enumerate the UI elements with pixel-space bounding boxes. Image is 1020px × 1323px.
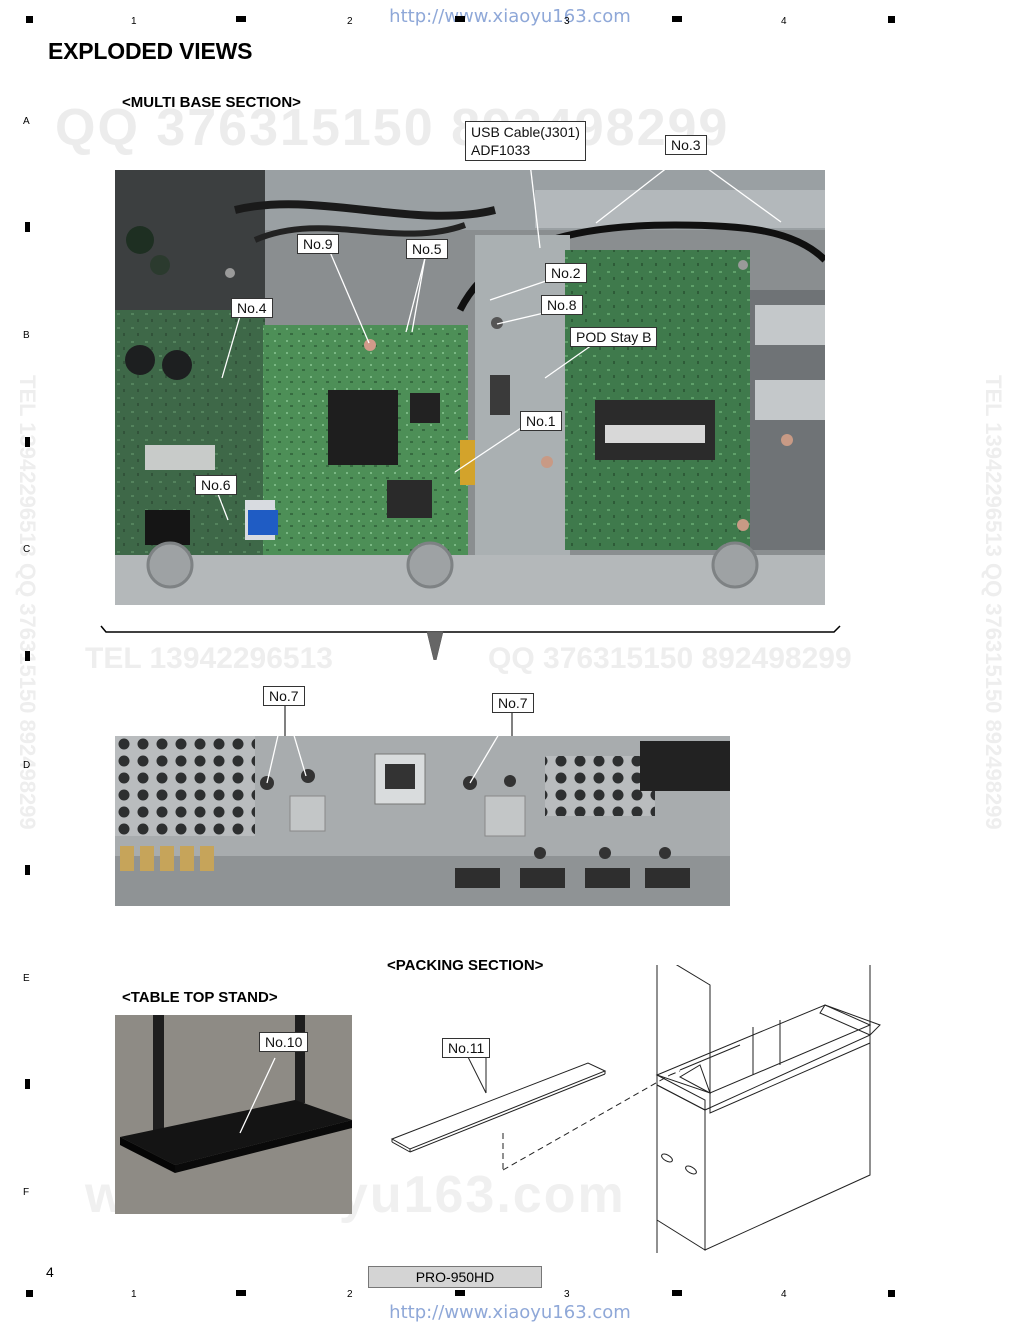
- callout-pod-stay: POD Stay B: [570, 327, 658, 347]
- section-table-top: <TABLE TOP STAND>: [122, 989, 278, 1006]
- callout-no3: No.3: [665, 135, 707, 155]
- grid-row-d: D: [23, 760, 31, 771]
- grid-col-1-top: 1: [131, 16, 137, 27]
- grid-square: [888, 1290, 895, 1297]
- grid-row-f: F: [23, 1187, 30, 1198]
- callout-no10: No.10: [259, 1032, 309, 1052]
- watermark-url-bottom: http://www.xiaoyu163.com: [389, 1302, 631, 1323]
- grid-bar: [25, 437, 30, 447]
- grid-square: [236, 16, 246, 22]
- grid-square: [26, 16, 33, 23]
- grid-row-b: B: [23, 330, 30, 341]
- grid-square: [26, 1290, 33, 1297]
- packing-drawing: [390, 965, 881, 1253]
- multi-base-photo: [115, 170, 825, 605]
- callout-no6: No.6: [195, 475, 237, 495]
- page-number: 4: [46, 1264, 54, 1280]
- model-label: PRO-950HD: [368, 1266, 542, 1288]
- page-title: EXPLODED VIEWS: [48, 38, 253, 64]
- grid-col-1-bottom: 1: [131, 1289, 137, 1300]
- grid-col-2-bottom: 2: [347, 1289, 353, 1300]
- grid-bar: [25, 1079, 30, 1089]
- callout-no7-left: No.7: [263, 686, 305, 706]
- rear-panel-leader-lines: [266, 704, 513, 784]
- multi-base-leader-lines: [100, 152, 841, 660]
- section-packing: <PACKING SECTION>: [387, 957, 544, 974]
- watermark-left-vertical: TEL 13942296513 QQ 376315150 892498299: [15, 375, 40, 830]
- callout-no8: No.8: [541, 295, 583, 315]
- grid-bar: [25, 865, 30, 875]
- watermark-qq-mid: QQ 376315150 892498299: [488, 642, 852, 675]
- grid-square: [455, 16, 465, 22]
- section-multi-base: <MULTI BASE SECTION>: [122, 94, 301, 111]
- grid-bar: [25, 651, 30, 661]
- grid-row-c: C: [23, 544, 31, 555]
- watermark-tel-mid: TEL 13942296513: [85, 642, 333, 675]
- callout-no2: No.2: [545, 263, 587, 283]
- grid-bar: [25, 222, 30, 232]
- watermark-qq-top: QQ 376315150 892498299: [55, 99, 730, 157]
- watermark-right-vertical: TEL 13942296513 QQ 376315150 892498299: [981, 375, 1006, 830]
- callout-usb-cable: USB Cable(J301) ADF1033: [465, 121, 586, 161]
- callout-no5: No.5: [406, 239, 448, 259]
- grid-square: [672, 1290, 682, 1296]
- callout-no4: No.4: [231, 298, 273, 318]
- grid-col-4-bottom: 4: [781, 1289, 787, 1300]
- callout-no9: No.9: [297, 234, 339, 254]
- grid-square: [888, 16, 895, 23]
- grid-row-e: E: [23, 973, 30, 984]
- callout-no7-right: No.7: [492, 693, 534, 713]
- watermark-url-top: http://www.xiaoyu163.com: [389, 6, 631, 27]
- table-top-stand-photo: [115, 1015, 352, 1214]
- grid-square: [236, 1290, 246, 1296]
- grid-col-3-bottom: 3: [564, 1289, 570, 1300]
- grid-col-2-top: 2: [347, 16, 353, 27]
- grid-row-a: A: [23, 116, 30, 127]
- grid-col-4-top: 4: [781, 16, 787, 27]
- callout-no11: No.11: [442, 1038, 491, 1058]
- grid-square: [672, 16, 682, 22]
- grid-square: [455, 1290, 465, 1296]
- callout-no1: No.1: [520, 411, 562, 431]
- grid-col-3-top: 3: [564, 16, 570, 27]
